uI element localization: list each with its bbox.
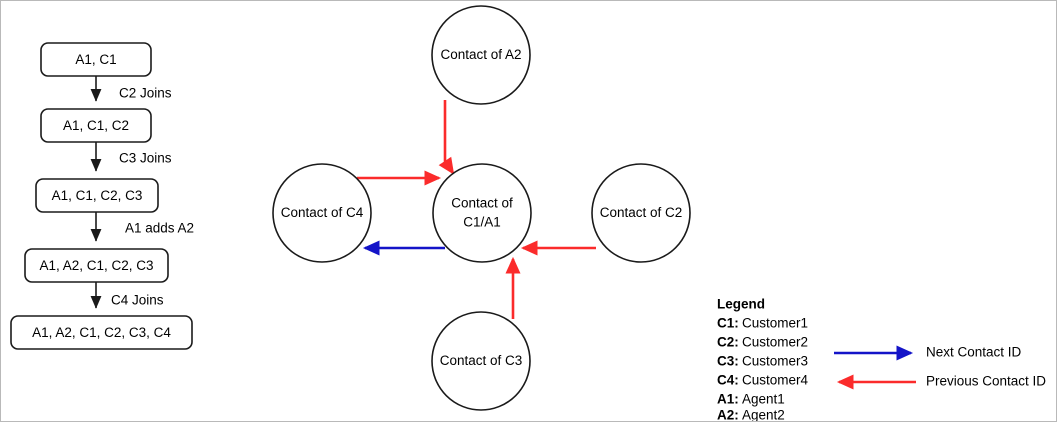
legend: Legend C1: Customer1 C2: Customer2 C3: C… [717,297,1046,422]
node-contact-of-c2-label: Contact of C2 [600,205,683,220]
flow-step-2-label: A1, C1, C2 [63,118,129,133]
node-contact-of-c3[interactable]: Contact of C3 [431,311,531,411]
legend-entry-4-key: A1: [717,392,739,407]
flow-transition-3-label: A1 adds A2 [125,221,194,236]
flow-step-1[interactable]: A1, C1 [40,42,152,77]
legend-next-contact-id: Next Contact ID [834,345,1022,361]
contact-id-evolution-flow: A1, C1 C2 Joins A1, C1, C2 C3 Joins A1, … [10,42,194,350]
flow-step-1-label: A1, C1 [75,52,116,67]
legend-entry-2-key: C3: [717,354,739,369]
flow-step-5-label: A1, A2, C1, C2, C3, C4 [32,325,171,340]
flow-transition-2-label: C3 Joins [119,151,172,166]
flow-step-3-box[interactable] [35,178,159,213]
flow-connector-3: A1 adds A2 [90,212,194,242]
legend-entry-5-key: A2: [717,408,739,422]
node-contact-of-c1-a1[interactable]: Contact of C1/A1 [432,163,532,263]
legend-entry-2-value: Customer3 [742,354,808,369]
node-contact-of-c4[interactable]: Contact of C4 [272,163,372,263]
node-contact-of-c1-a1-label-line2: C1/A1 [463,215,501,230]
flow-step-2[interactable]: A1, C1, C2 [40,108,152,143]
legend-next-arrow-label: Next Contact ID [926,345,1022,360]
legend-entry-0-value: Customer1 [742,316,808,331]
flow-step-5-box[interactable] [10,315,193,350]
node-contact-of-c4-circle[interactable] [272,163,372,263]
node-contact-of-a2[interactable]: Contact of A2 [431,5,531,105]
flow-step-3-label: A1, C1, C2, C3 [52,188,143,203]
legend-entry-3-value: Customer4 [742,373,809,388]
flow-connector-2: C3 Joins [90,142,172,172]
flow-transition-1-label: C2 Joins [119,86,172,101]
contact-link-graph: Contact of A2 Contact of C4 Contact of C… [272,5,691,411]
node-contact-of-c1-a1-label-line1: Contact of [451,196,513,211]
node-contact-of-a2-label: Contact of A2 [440,47,521,62]
legend-title: Legend [717,297,765,312]
node-contact-of-c4-label: Contact of C4 [281,205,364,220]
link-a2-to-c1a1[interactable] [438,100,455,175]
flow-step-4-label: A1, A2, C1, C2, C3 [39,258,153,273]
node-contact-of-c3-label: Contact of C3 [440,353,523,368]
node-contact-of-c2[interactable]: Contact of C2 [591,163,691,263]
flow-transition-4-label: C4 Joins [111,293,164,308]
legend-entry-5-value: Agent2 [742,408,785,422]
legend-entry-4-value: Agent1 [742,392,785,407]
legend-previous-contact-id: Previous Contact ID [836,374,1046,390]
node-contact-of-a2-circle[interactable] [431,5,531,105]
node-contact-of-c2-circle[interactable] [591,163,691,263]
legend-entry-0-key: C1: [717,316,739,331]
legend-previous-arrow-label: Previous Contact ID [926,374,1046,389]
flow-step-4[interactable]: A1, A2, C1, C2, C3 [24,248,169,283]
legend-entry-3-key: C4: [717,373,739,388]
node-contact-of-c1-a1-circle[interactable] [432,163,532,263]
flow-connector-1: C2 Joins [90,76,172,102]
flow-step-5[interactable]: A1, A2, C1, C2, C3, C4 [10,315,193,350]
legend-entry-1-key: C2: [717,335,739,350]
flow-connector-4: C4 Joins [90,282,164,309]
flow-step-3[interactable]: A1, C1, C2, C3 [35,178,159,213]
node-contact-of-c3-circle[interactable] [431,311,531,411]
legend-entry-1-value: Customer2 [742,335,808,350]
